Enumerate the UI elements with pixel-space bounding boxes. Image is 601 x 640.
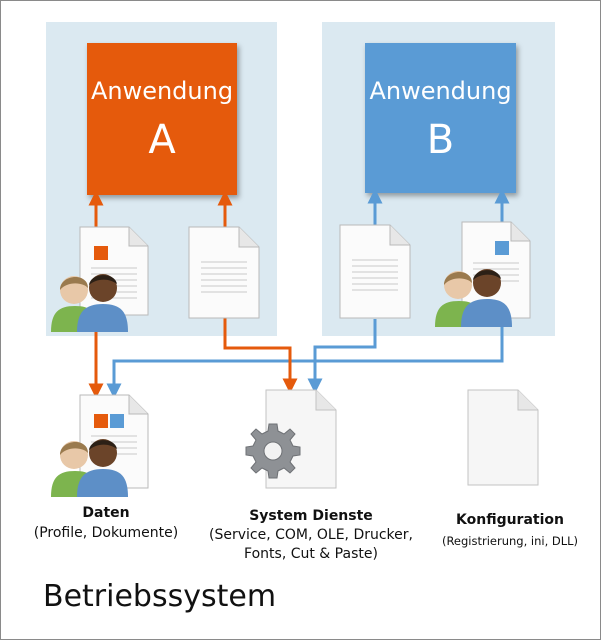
application-a-letter: A <box>148 117 176 163</box>
operating-system-title: Betriebssystem <box>43 579 277 614</box>
system-dienste-title: System Dienste <box>249 508 373 524</box>
application-b-letter: B <box>426 117 455 163</box>
users-icon <box>51 439 128 497</box>
orange-line-to-services <box>223 317 298 394</box>
konfiguration-label: Konfiguration (Registrierung, ini, DLL) <box>431 510 589 550</box>
system-dienste-subtitle: (Service, COM, OLE, Drucker, Fonts, Cut … <box>209 527 413 562</box>
document-icon <box>188 226 260 319</box>
application-a-box: Anwendung A <box>87 43 237 195</box>
application-b-label: Anwendung <box>369 77 512 105</box>
system-dienste-label: System Dienste (Service, COM, OLE, Druck… <box>196 507 426 564</box>
application-a-label: Anwendung <box>90 77 234 105</box>
blue-line-to-daten <box>106 319 504 399</box>
konfiguration-subtitle: (Registrierung, ini, DLL) <box>441 534 579 548</box>
blue-line-to-services <box>307 319 377 394</box>
document-icon <box>467 389 539 486</box>
gear-icon <box>245 423 301 479</box>
application-b-box: Anwendung B <box>365 43 516 193</box>
users-icon <box>51 274 128 332</box>
daten-title: Daten <box>82 505 130 521</box>
daten-subtitle: (Profile, Dokumente) <box>33 525 179 541</box>
daten-label: Daten (Profile, Dokumente) <box>21 504 191 542</box>
users-icon <box>435 269 512 327</box>
konfiguration-title: Konfiguration <box>456 512 564 528</box>
document-icon <box>339 224 411 319</box>
